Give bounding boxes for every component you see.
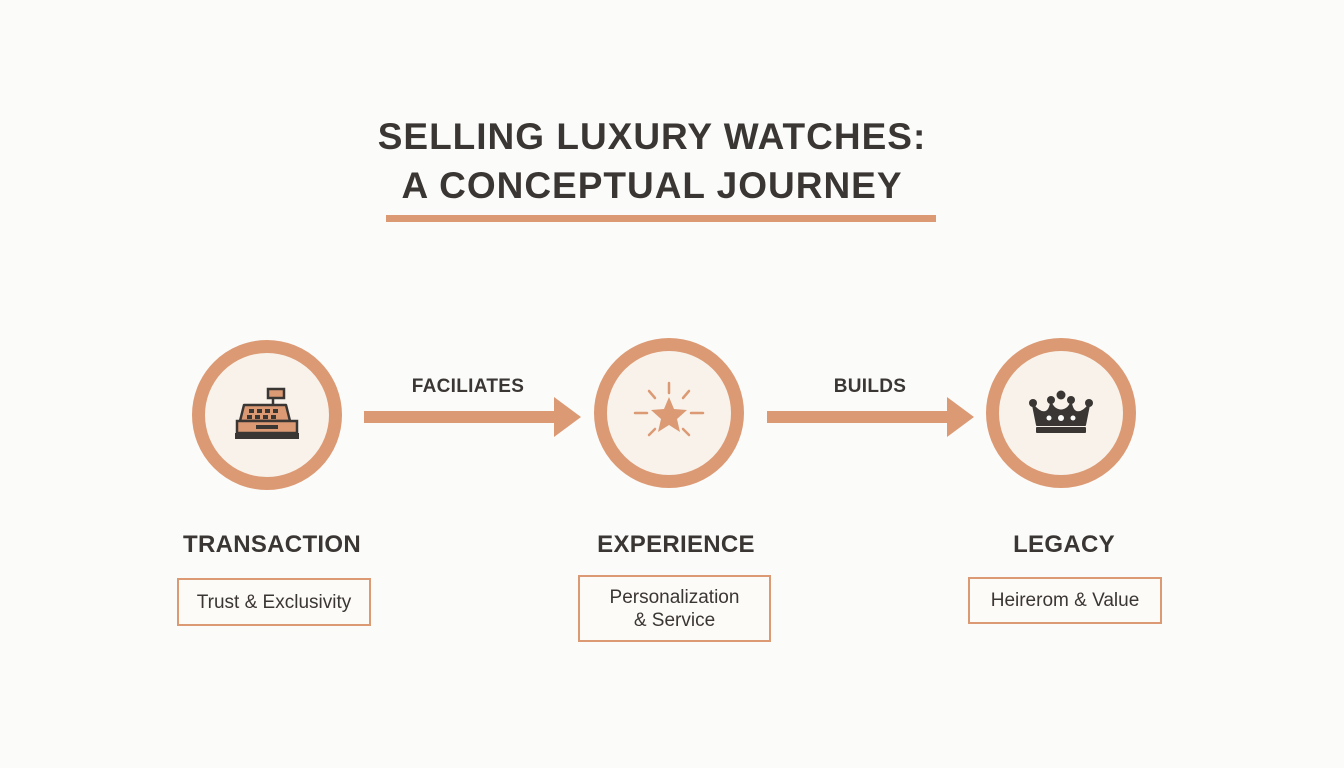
arrow-experience-to-legacy: [767, 397, 974, 437]
diagram-title: SELLING LUXURY WATCHES: A CONCEPTUAL JOU…: [0, 112, 1304, 210]
edge-label-faciliates: FACILIATES: [411, 376, 525, 397]
node-label-transaction: TRANSACTION: [183, 531, 361, 558]
star-sparkle-icon: [633, 381, 705, 437]
node-label-legacy: LEGACY: [1013, 531, 1115, 558]
node-transaction: [192, 340, 342, 490]
desc-legacy: Heirerom & Value: [990, 590, 1140, 611]
edge-label-builds: BUILDS: [833, 376, 907, 397]
desc-experience-line-1: Personalization: [609, 586, 740, 608]
arrow-transaction-to-experience: [364, 397, 581, 437]
desc-box-legacy: Heirerom & Value: [968, 577, 1162, 624]
node-legacy: [986, 338, 1136, 488]
node-experience: [594, 338, 744, 488]
desc-box-transaction: Trust & Exclusivity: [177, 578, 371, 626]
title-line-2: A CONCEPTUAL JOURNEY: [401, 165, 903, 206]
crown-icon: [1029, 390, 1093, 433]
cash-register-icon: [235, 387, 299, 439]
title-line-1: SELLING LUXURY WATCHES:: [377, 116, 927, 157]
title-underline: [386, 215, 936, 222]
desc-experience-line-2: & Service: [633, 609, 716, 631]
desc-transaction: Trust & Exclusivity: [196, 591, 352, 613]
node-label-experience: EXPERIENCE: [597, 531, 755, 558]
desc-box-experience: Personalization & Service: [578, 575, 771, 642]
